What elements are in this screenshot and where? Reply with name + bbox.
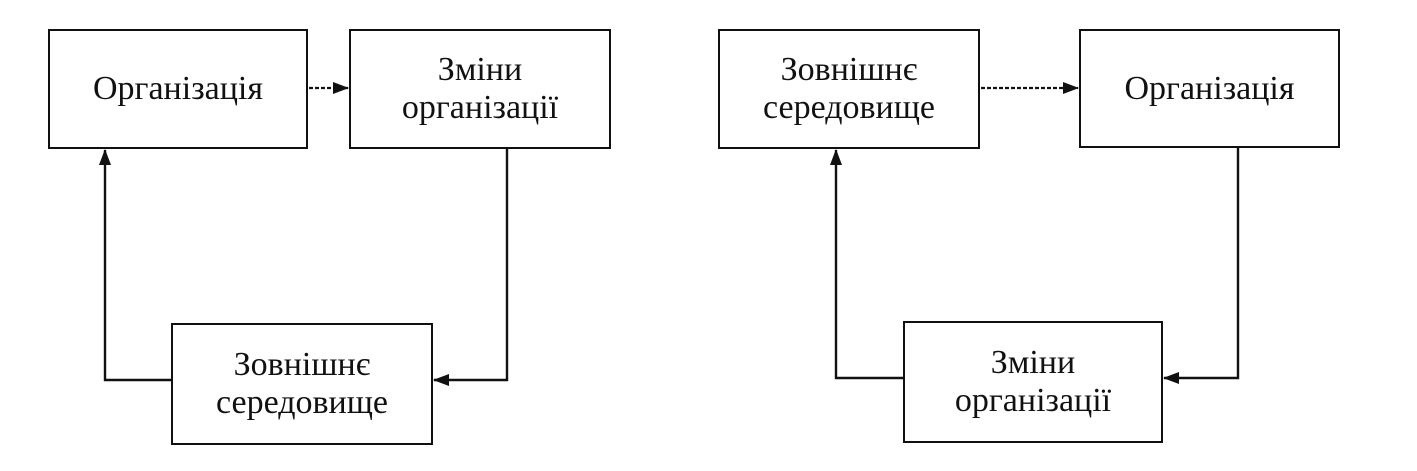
left-external-environment-label: Зовнішнє середовище bbox=[215, 346, 389, 421]
right-organization-changes-box: Зміни організації bbox=[903, 321, 1163, 443]
left-organization-box: Організація bbox=[48, 29, 308, 149]
right-organization-changes-label: Зміни організації bbox=[954, 344, 1112, 419]
right-organization-label: Організація bbox=[1124, 69, 1295, 107]
left-arrow-environment-to-organization bbox=[99, 149, 171, 382]
left-organization-changes-label: Зміни організації bbox=[401, 51, 559, 126]
left-organization-changes-box: Зміни організації bbox=[349, 29, 611, 149]
left-organization-label: Організація bbox=[92, 70, 264, 107]
right-external-environment-label: Зовнішнє середовище bbox=[762, 51, 936, 126]
right-external-environment-box: Зовнішнє середовище bbox=[718, 29, 980, 149]
left-arrow-changes-to-environment bbox=[433, 149, 509, 386]
left-external-environment-box: Зовнішнє середовище bbox=[171, 323, 433, 445]
right-organization-box: Організація bbox=[1079, 29, 1340, 148]
right-arrow-organization-to-changes bbox=[1163, 148, 1240, 384]
right-arrow-changes-to-environment bbox=[830, 149, 903, 380]
